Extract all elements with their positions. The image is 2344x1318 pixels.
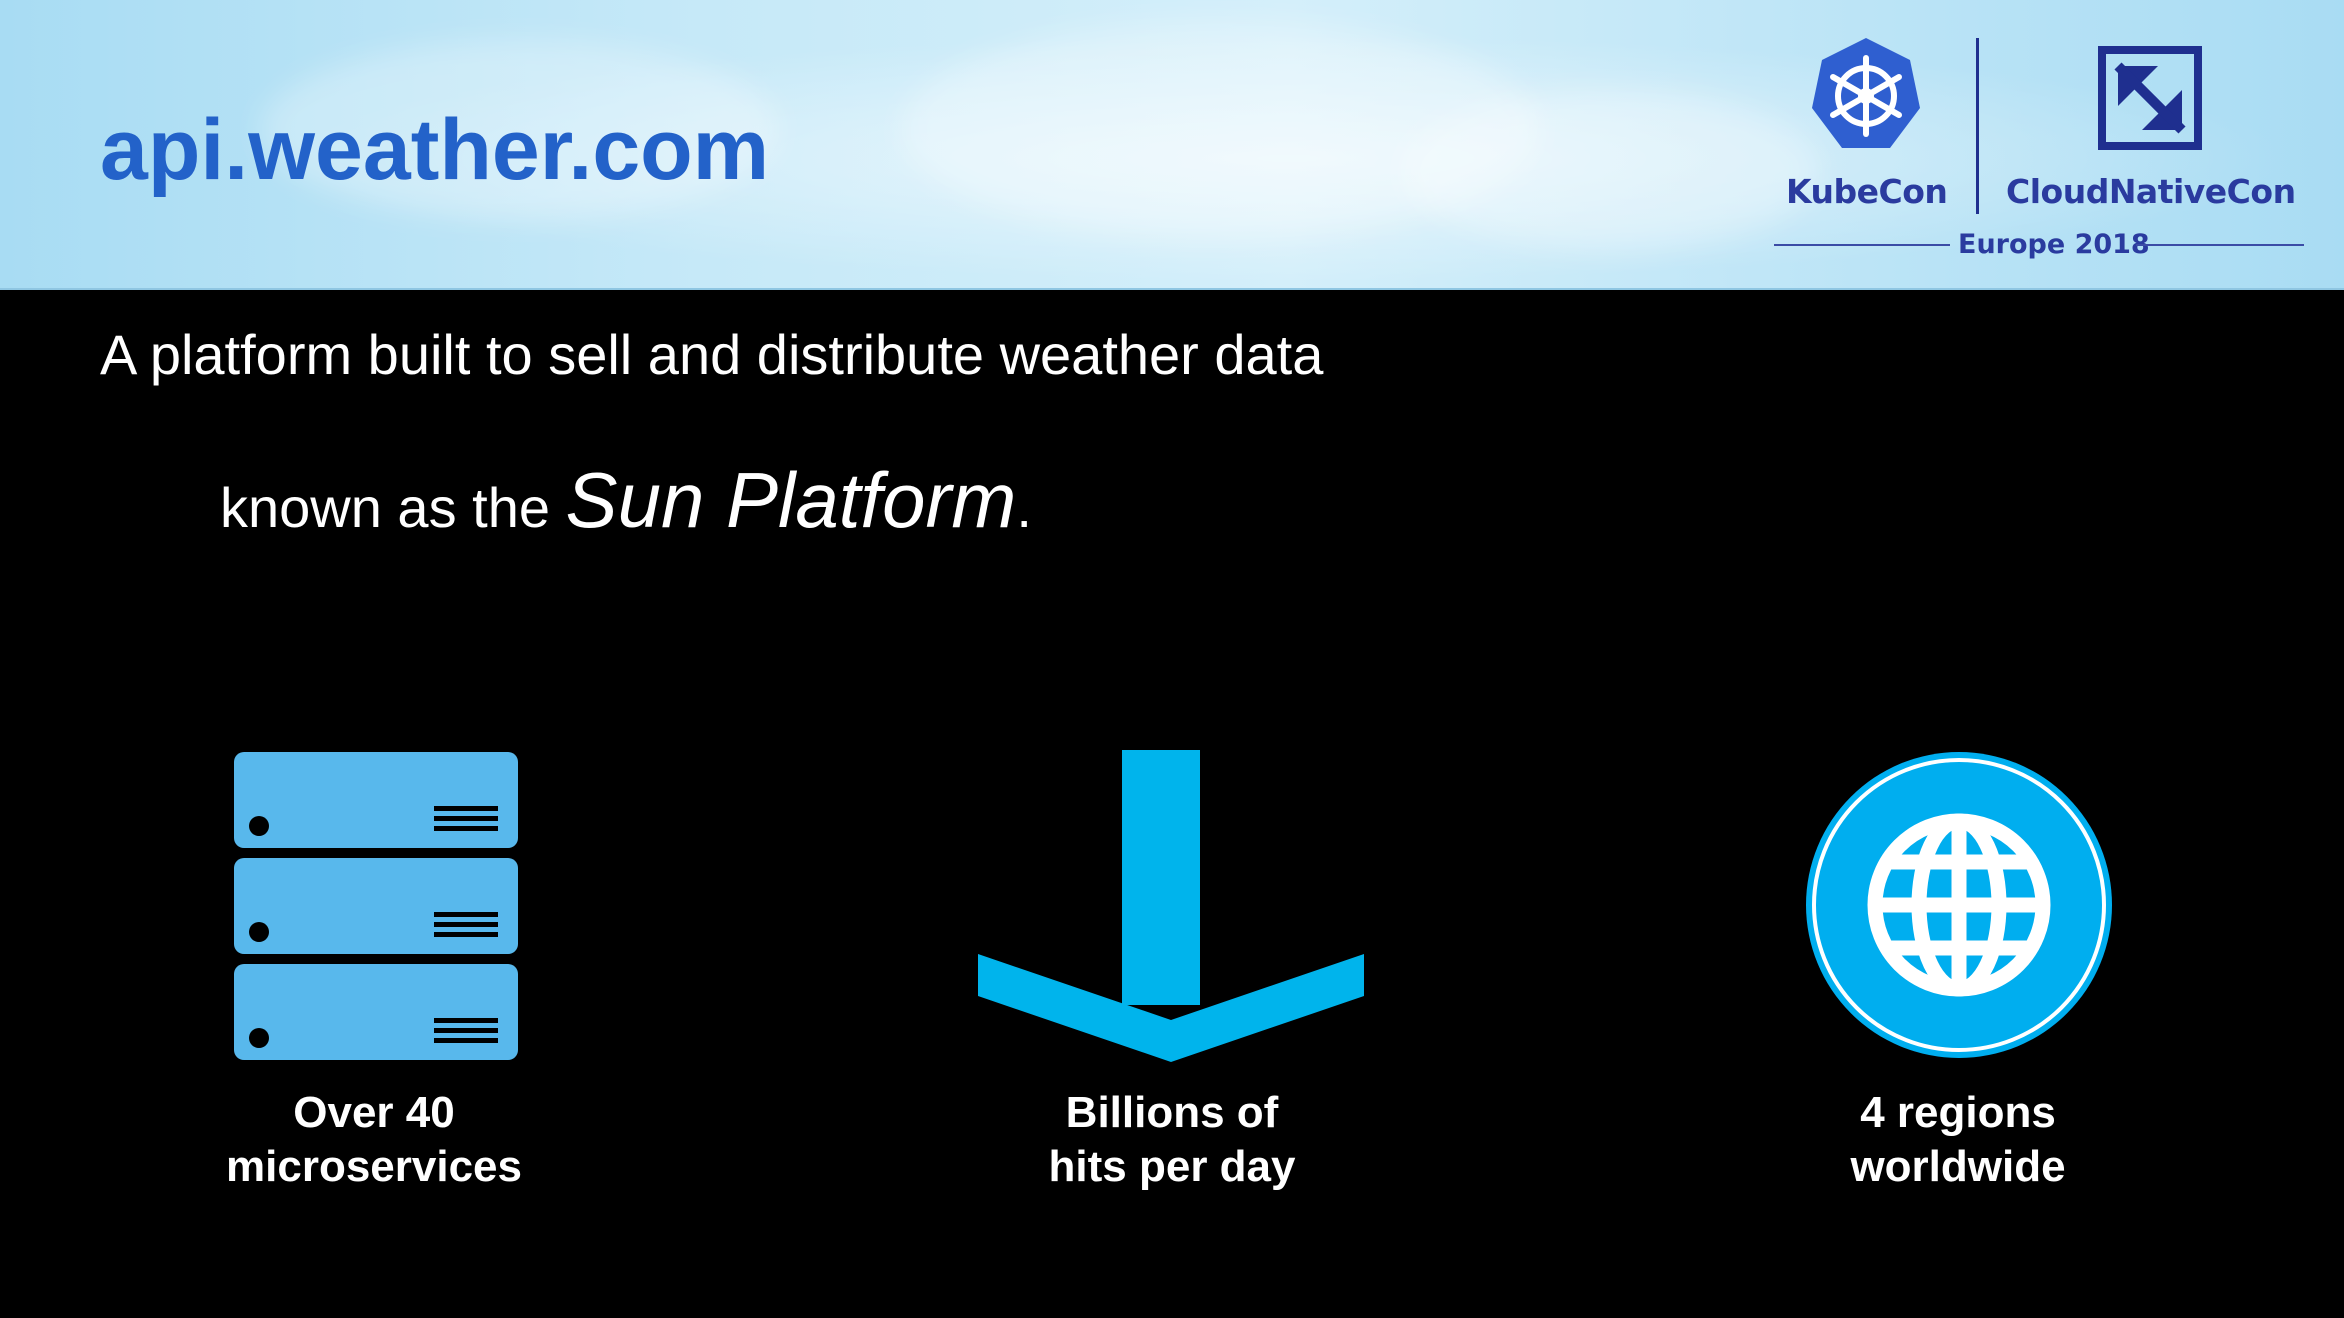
feature-line: hits per day [1048,1142,1296,1191]
event-divider-left [1774,244,1950,246]
banner-cloud [260,40,780,220]
conference-logo: KubeCon CloudNativeCon Europe 2018 [1760,30,2320,270]
banner-cloud [900,20,1540,240]
event-divider-right [2136,244,2304,246]
server-stack-icon [234,752,518,1060]
banner-cloud [1400,90,1820,250]
feature-line: Billions of [1065,1088,1279,1137]
header-banner: api.weather.com KubeCon CloudNativeCon E… [0,0,2344,290]
down-arrow-icon [978,750,1364,1062]
kubecon-label: KubeCon [1786,172,1948,211]
feature-label-hits: Billions of hits per day [922,1086,1422,1194]
platform-name: Sun Platform [565,456,1017,544]
kubernetes-helm-icon [1812,38,1920,148]
logo-divider [1976,38,1979,214]
feature-line: microservices [226,1142,522,1191]
subline-prefix: known as the [220,476,566,539]
feature-label-regions: 4 regions worldwide [1708,1086,2208,1194]
feature-line: worldwide [1850,1142,2066,1191]
intro-text: A platform built to sell and distribute … [100,323,1324,386]
feature-label-microservices: Over 40 microservices [124,1086,624,1194]
platform-name-text: known as the Sun Platform. [220,452,1032,556]
cloudnativecon-label: CloudNativeCon [2006,172,2296,211]
feature-line: 4 regions [1860,1088,2056,1137]
feature-line: Over 40 [293,1088,455,1137]
event-label: Europe 2018 [1958,229,2150,260]
subline-suffix: . [1016,476,1032,539]
cncf-icon [2098,46,2202,150]
page-title: api.weather.com [100,102,770,198]
globe-icon [1806,752,2112,1058]
